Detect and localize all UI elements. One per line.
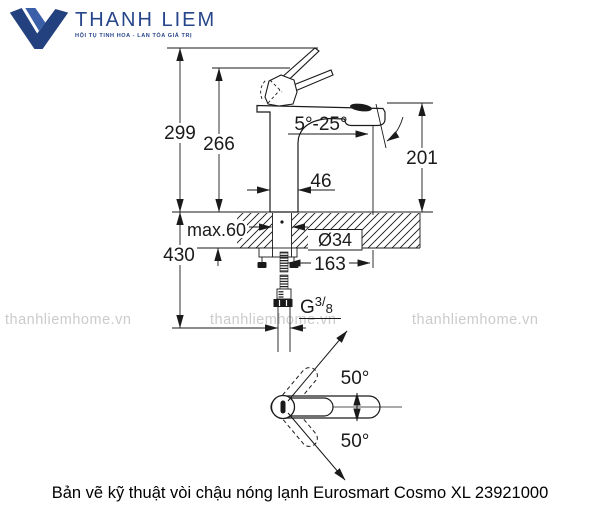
extension-lines <box>167 47 433 332</box>
brand-tagline: HỘI TỤ TINH HOA - LAN TỎA GIÁ TRỊ <box>75 33 193 39</box>
lever-handle <box>260 47 334 107</box>
dim-total-height: 299 <box>164 123 196 144</box>
dim-max-counter-thickness: max.60 <box>187 220 246 240</box>
dim-below-counter-depth: 430 <box>163 245 195 266</box>
dim-thread-size: G3/8 <box>300 294 333 318</box>
dimension-lines <box>176 47 426 332</box>
top-view-labels: 50° 50° <box>341 368 370 452</box>
watermark-right: thanhliemhome.vn <box>412 312 539 328</box>
dim-body-height: 266 <box>203 134 235 155</box>
aerator-cap <box>350 103 372 112</box>
fixing-set <box>257 247 299 290</box>
brand-text-block: THANH LIEM HỘI TỤ TINH HOA - LAN TỎA GIÁ… <box>75 6 216 39</box>
dim-shank-diameter: Ø34 <box>318 230 352 250</box>
dim-spout-height: 201 <box>406 148 438 169</box>
dimension-labels: 299 266 430 201 5°-25° 46 max.60 Ø34 163… <box>161 114 440 318</box>
faucet-body <box>256 103 386 213</box>
dim-base-width: 46 <box>310 171 331 192</box>
brand-name: THANH LIEM <box>75 9 217 31</box>
dim-hose-offset: 163 <box>314 254 346 275</box>
lever-slot <box>280 400 286 414</box>
brand-logo: THANH LIEM HỘI TỤ TINH HOA - LAN TỎA GIÁ… <box>8 6 216 52</box>
watermark-center: thanhliemhome.vn <box>210 312 337 328</box>
supply-hose <box>273 288 293 352</box>
watermark-left: thanhliemhome.vn <box>5 312 132 328</box>
dim-swivel-upper: 50° <box>341 368 370 389</box>
brand-logo-icon <box>9 8 69 50</box>
side-view <box>167 47 433 352</box>
dim-swivel-lower: 50° <box>341 431 370 452</box>
top-view <box>270 330 402 481</box>
product-caption: Bản vẽ kỹ thuật vòi chậu nóng lạnh Euros… <box>51 484 549 502</box>
dim-spray-angle: 5°-25° <box>294 114 347 135</box>
